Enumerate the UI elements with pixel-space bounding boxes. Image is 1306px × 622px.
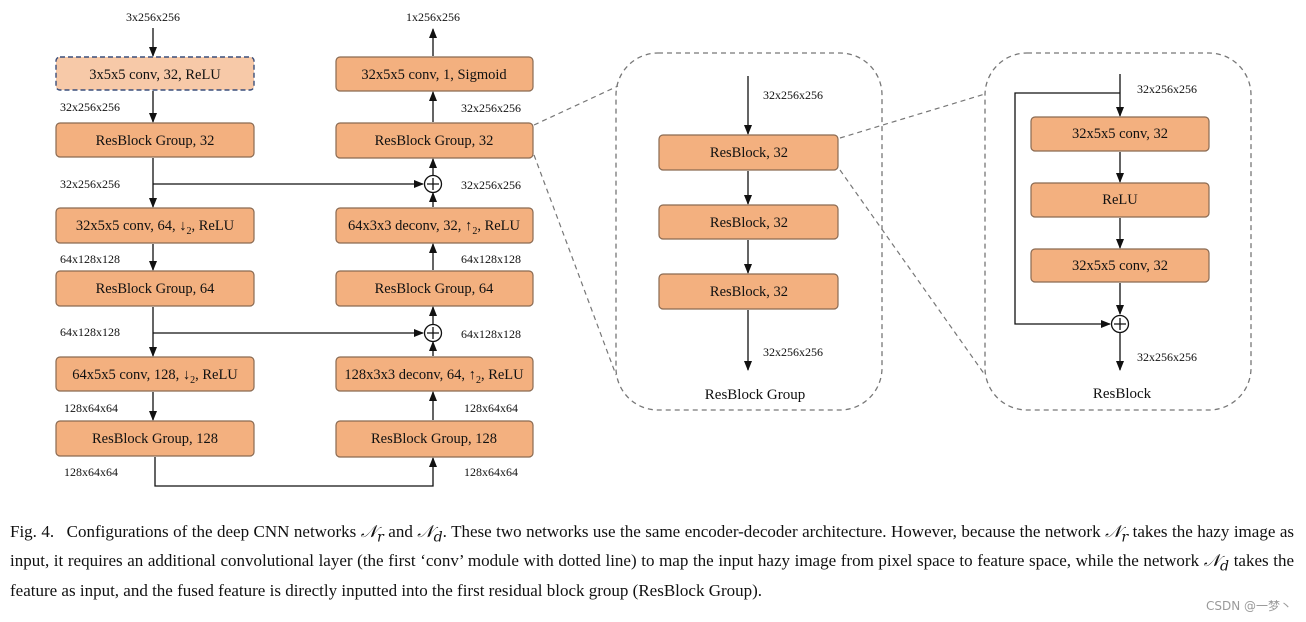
network-subscript: d: [1220, 558, 1230, 575]
resblock-conv-1: [1030, 116, 1210, 152]
network-symbol: 𝒩: [417, 522, 434, 542]
encoder-downsample-conv-64: [55, 207, 255, 244]
network-diagram: 3x256x256 3x5x5 conv, 32, ReLU 32x256x25…: [55, 10, 1252, 487]
encoder-dim-label: 64x128x128: [60, 325, 120, 339]
resblock-label: ResBlock, 32: [710, 284, 788, 300]
encoder-input-dim: 3x256x256: [126, 10, 180, 24]
figure-label: Fig. 4.: [10, 522, 55, 541]
encoder-block-label: ResBlock Group, 32: [96, 133, 215, 149]
resblock-group-panel: 32x256x256 ResBlock, 32 ResBlock, 32 Res…: [615, 52, 883, 411]
network-subscript: r: [377, 529, 384, 546]
resblock-group-title: ResBlock Group: [705, 387, 805, 403]
resblock-layer-label: ReLU: [1102, 192, 1138, 208]
caption-text: . These two networks use the same encode…: [442, 522, 1106, 541]
decoder-block-label: 64x3x3 deconv, 32, ↑2, ReLU: [348, 218, 521, 237]
resblock-relu: [1030, 182, 1210, 218]
encoder-dim-label: 32x256x256: [60, 100, 120, 114]
plus-icon: [427, 178, 439, 190]
group-input-dim: 32x256x256: [763, 88, 823, 102]
resblock-box: [658, 134, 839, 171]
encoder-downsample-conv-128: [55, 356, 255, 392]
network-subscript: d: [433, 529, 443, 546]
encoder-block-label: 3x5x5 conv, 32, ReLU: [89, 67, 221, 83]
resblock-panel: 32x256x256 32x5x5 conv, 32 ReLU 32x5x5 c…: [984, 52, 1252, 411]
encoder-dim-label: 64x128x128: [60, 252, 120, 266]
encoder-column: 3x256x256 3x5x5 conv, 32, ReLU 32x256x25…: [55, 10, 255, 479]
decoder-resblock-group-128: [335, 420, 534, 458]
identity-skip-connection: [1014, 92, 1120, 328]
bottleneck-connection: [154, 457, 437, 487]
network-subscript: r: [1121, 529, 1129, 546]
decoder-column: 1x256x256 32x5x5 conv, 1, Sigmoid 32x256…: [335, 10, 534, 479]
encoder-dim-label: 32x256x256: [60, 177, 120, 191]
resblock-output-dim: 32x256x256: [1137, 350, 1197, 364]
plus-icon: [427, 327, 439, 339]
caption-text: takes the feature as input, and the fuse…: [10, 551, 1295, 600]
resblock-box: [658, 273, 839, 310]
resblock-layer-label: 32x5x5 conv, 32: [1072, 126, 1168, 142]
encoder-resblock-group-64: [55, 270, 255, 307]
decoder-dim-label: 32x256x256: [461, 101, 521, 115]
resblock-input-dim: 32x256x256: [1137, 82, 1197, 96]
decoder-block-label: ResBlock Group, 128: [371, 431, 497, 447]
encoder-block-label: ResBlock Group, 128: [92, 431, 218, 447]
encoder-block-label: ResBlock Group, 64: [96, 281, 216, 297]
decoder-block-label: ResBlock Group, 32: [375, 133, 494, 149]
group-output-dim: 32x256x256: [763, 345, 823, 359]
caption-text: and: [383, 522, 418, 541]
resblock-label: ResBlock, 32: [710, 145, 788, 161]
network-symbol: 𝒩: [1203, 551, 1221, 572]
zoom-line: [839, 169, 986, 376]
decoder-dim-label: 64x128x128: [461, 252, 521, 266]
encoder-first-conv-block: [55, 56, 255, 91]
plus-icon: [1114, 318, 1126, 330]
resblock-group-frame: [615, 52, 883, 411]
decoder-dim-label: 128x64x64: [464, 401, 518, 415]
zoom-line: [839, 93, 986, 139]
zoom-line: [533, 154, 617, 376]
resblock-box: [658, 204, 839, 240]
decoder-dim-label: 128x64x64: [464, 465, 518, 479]
resblock-layer-label: 32x5x5 conv, 32: [1072, 258, 1168, 274]
resblock-conv-2: [1030, 248, 1210, 283]
encoder-resblock-group-32: [55, 122, 255, 158]
decoder-block-label: 128x3x3 deconv, 64, ↑2, ReLU: [344, 367, 524, 386]
encoder-dim-label: 128x64x64: [64, 401, 118, 415]
network-symbol: 𝒩: [1105, 522, 1122, 542]
resblock-frame: [984, 52, 1252, 411]
decoder-output-dim: 1x256x256: [406, 10, 460, 24]
resblock-label: ResBlock, 32: [710, 215, 788, 231]
decoder-block-label: 32x5x5 conv, 1, Sigmoid: [361, 67, 507, 83]
watermark: CSDN @一梦丶: [1205, 599, 1292, 613]
decoder-dim-label: 32x256x256: [461, 178, 521, 192]
decoder-dim-label: 64x128x128: [461, 327, 521, 341]
resblock-title: ResBlock: [1093, 386, 1152, 402]
figure-caption: Fig. 4. Configurations of the deep CNN n…: [10, 520, 1294, 602]
encoder-block-label: 64x5x5 conv, 128, ↓2, ReLU: [72, 367, 238, 386]
encoder-resblock-group-128: [55, 420, 255, 457]
encoder-block-label: 32x5x5 conv, 64, ↓2, ReLU: [76, 218, 235, 237]
network-symbol: 𝒩: [360, 522, 378, 542]
caption-text: Configurations of the deep CNN networks: [66, 522, 361, 541]
decoder-block-label: ResBlock Group, 64: [375, 281, 495, 297]
caption-text: takes the hazy image as input, it requir…: [10, 522, 1294, 571]
encoder-dim-label: 128x64x64: [64, 465, 118, 479]
zoom-line: [533, 85, 619, 126]
